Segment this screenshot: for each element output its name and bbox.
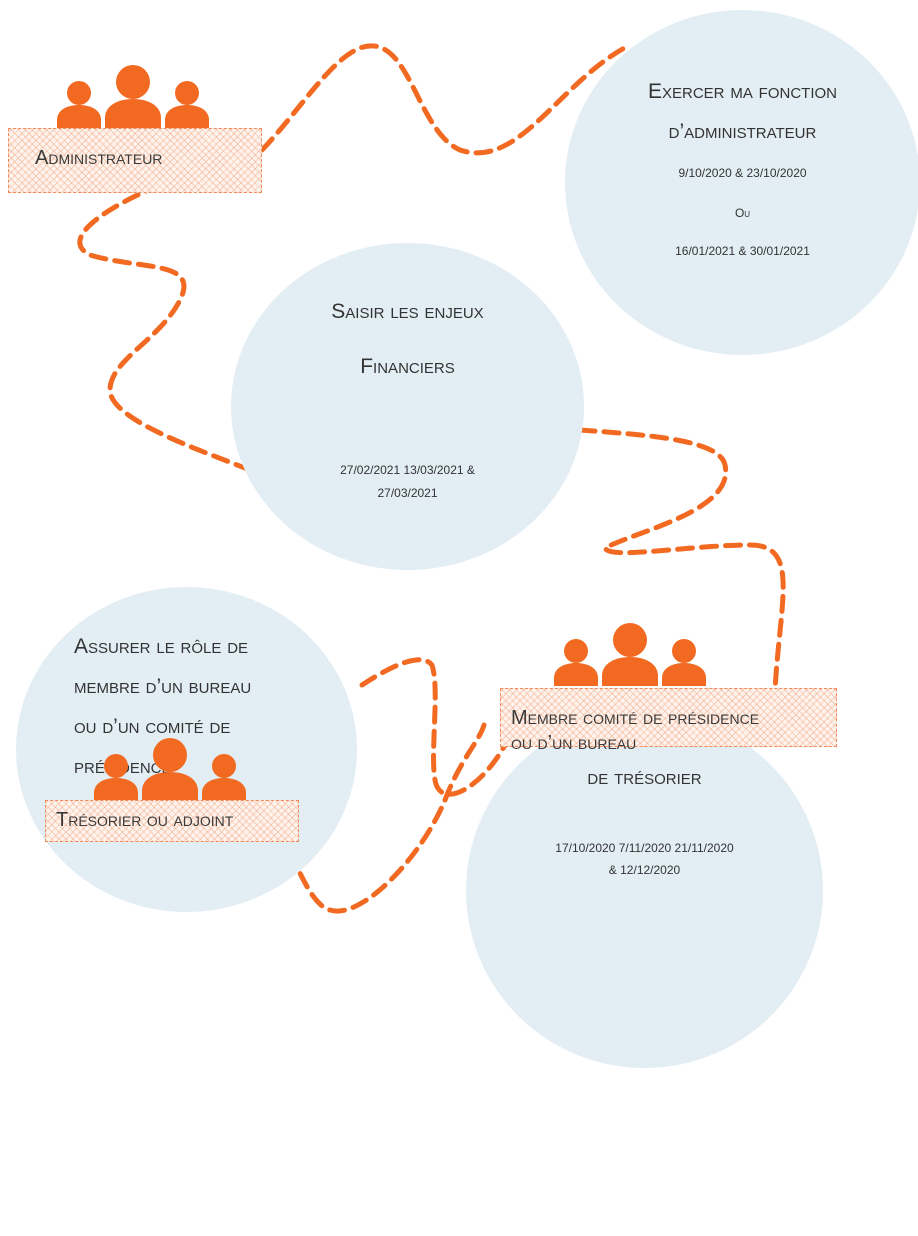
connector-admin-to-fonction (259, 42, 633, 156)
people-group-icon (57, 65, 209, 128)
bubble-role-membre-bureau: Assurer le rôle de membre d’un bureau ou… (16, 587, 357, 912)
bubble-title-line: ou d’un comité de (74, 715, 231, 738)
people-group-icon (94, 738, 246, 801)
people-group-icon (554, 623, 706, 686)
bubble-dates-line: 16/01/2021 & 30/01/2021 (675, 244, 810, 258)
bubble-dates-line: 9/10/2020 & 23/10/2020 (678, 166, 807, 180)
bubble-title-line: Assurer le rôle de (74, 635, 249, 658)
bubble-title-line: d’administrateur (668, 120, 817, 143)
connector-tresorier-to-bubble (277, 722, 487, 914)
bubble-enjeux-financiers: Saisir les enjeux Financiers 27/02/2021 … (231, 243, 584, 570)
bubble-dates-line: 27/02/2021 13/03/2021 & (340, 463, 475, 477)
bubble-title-line: membre d’un bureau (74, 675, 252, 698)
role-label: Membre comité de présidence (511, 707, 760, 729)
bubble-title-line: de trésorier (587, 766, 702, 789)
role-label: Administrateur (35, 147, 163, 169)
bubble-title-line: Saisir les enjeux (331, 300, 484, 323)
bubble-dates-line: & 12/12/2020 (608, 863, 681, 877)
connector-financiers-to-membre (577, 427, 786, 693)
connector-admin-to-financiers (77, 182, 253, 473)
role-label: ou d’un bureau (511, 732, 637, 754)
bubble-exercer-fonction: Exercer ma fonction d’administrateur 9/1… (565, 10, 918, 355)
bubble-dates-line: 17/10/2020 7/11/2020 21/11/2020 (555, 841, 734, 855)
bubble-title-line: Exercer ma fonction (647, 80, 837, 103)
role-box-administrateur: Administrateur (8, 128, 262, 193)
connector-bureau-to-membre (359, 657, 508, 797)
bubble-dates-line: 27/03/2021 (377, 486, 438, 500)
bubble-dates-line: Ou (734, 206, 751, 220)
bubble-title-line: Financiers (360, 355, 455, 378)
role-box-membre-comite: Membre comité de présidence ou d’un bure… (500, 688, 837, 754)
role-box-tresorier: Trésorier ou adjoint (45, 800, 299, 842)
bubble-role-tresorier: Se saisir de mon rôle de trésorier 17/10… (466, 713, 823, 1068)
role-label: Trésorier ou adjoint (56, 809, 234, 831)
